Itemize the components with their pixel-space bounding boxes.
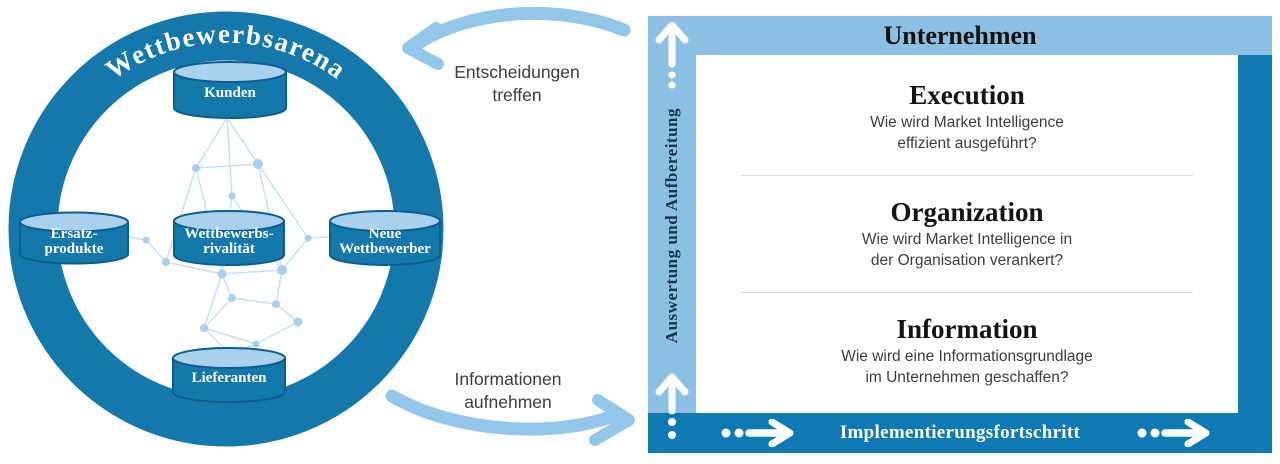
information-curved-arrow-icon: [385, 389, 635, 446]
cylinder-ersatzprodukte-label-2: produkte: [45, 241, 104, 257]
cylinder-ersatzprodukte: Ersatz- produkte: [19, 211, 129, 265]
information-label-1: Informationen: [454, 369, 561, 389]
arena-diagram: Wettbewerbsarena Kunden Ersatz- produkte…: [8, 6, 635, 447]
up-arrow-icon: [655, 22, 689, 89]
question-line: Wie wird Market Intelligence in: [861, 230, 1073, 248]
information-label-2: aufnehmen: [464, 392, 552, 412]
cylinder-rivalitaet-label-1: Wettbewerbs-: [184, 226, 273, 242]
right-arrow-icon: [721, 419, 794, 447]
cylinder-rivalitaet: Wettbewerbs- rivalität: [173, 210, 285, 266]
cylinder-ersatzprodukte-label-1: Ersatz-: [51, 226, 98, 242]
unternehmen-title: Unternehmen: [883, 20, 1037, 50]
section-organization-question: Wie wird Market Intelligence in der Orga…: [862, 229, 1072, 272]
decisions-curved-arrow-icon: [402, 6, 631, 70]
y-axis-strip: Auswertung und Aufbereitung: [648, 22, 696, 439]
section-divider: [740, 292, 1194, 293]
section-organization-title: Organization: [890, 196, 1044, 227]
x-axis-label: Implementierungsfortschritt: [839, 422, 1081, 443]
section-execution-title: Execution: [909, 79, 1025, 110]
section-information-title: Information: [896, 313, 1038, 344]
section-information: Information Wie wird eine Informationsgr…: [704, 293, 1230, 409]
question-line: Wie wird eine Informationsgrundlage: [841, 347, 1093, 365]
section-divider: [740, 175, 1194, 176]
section-information-question: Wie wird eine Informationsgrundlage im U…: [841, 346, 1093, 389]
y-axis-label: Auswertung und Aufbereitung: [662, 108, 681, 344]
section-execution-question: Wie wird Market Intelligence effizient a…: [870, 112, 1064, 155]
x-axis-bar: Implementierungsfortschritt: [648, 413, 1272, 453]
framework-box: Unternehmen Auswertung und Aufbereitung …: [648, 16, 1272, 453]
question-line: Wie wird Market Intelligence: [870, 113, 1064, 131]
cylinder-kunden-label: Kunden: [204, 85, 256, 101]
cylinder-lieferanten: Lieferanten: [172, 347, 286, 403]
question-line: im Unternehmen geschaffen?: [865, 369, 1069, 386]
right-arrow-icon: [1137, 419, 1210, 447]
question-line: effizient ausgeführt?: [897, 135, 1037, 152]
section-organization: Organization Wie wird Market Intelligenc…: [704, 176, 1230, 292]
decisions-label-2: treffen: [492, 85, 541, 105]
question-line: der Organisation verankert?: [870, 252, 1064, 269]
cylinder-lieferanten-label: Lieferanten: [192, 370, 268, 386]
section-execution: Execution Wie wird Market Intelligence e…: [704, 59, 1230, 175]
cylinder-neue-label-1: Neue: [369, 226, 402, 242]
right-border: [1238, 55, 1272, 413]
cylinder-neue-label-2: Wettbewerber: [339, 241, 431, 257]
cylinder-kunden: Kunden: [173, 61, 287, 119]
framework-panel: Execution Wie wird Market Intelligence e…: [696, 55, 1238, 413]
cylinder-rivalitaet-label-2: rivalität: [203, 241, 255, 257]
unternehmen-bar: Unternehmen: [648, 16, 1272, 55]
up-arrow-icon: [655, 373, 689, 439]
decisions-label-1: Entscheidungen: [454, 62, 580, 82]
cylinder-neue-wettbewerber: Neue Wettbewerber: [329, 210, 441, 266]
